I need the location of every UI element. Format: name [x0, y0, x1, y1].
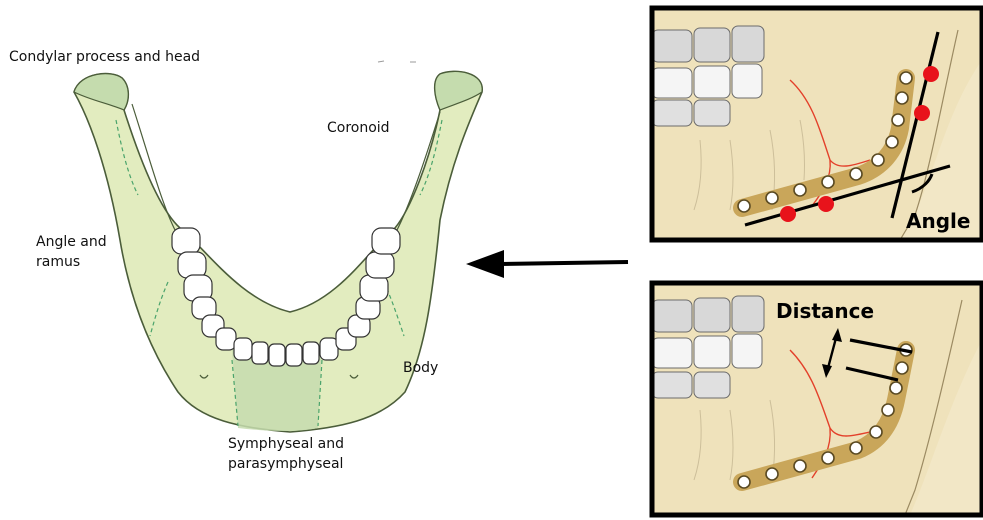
panel-angle: Angle: [652, 8, 982, 240]
arrow-left: [466, 250, 628, 278]
label-symphyseal-2: parasymphyseal: [228, 455, 343, 474]
label-angle-ramus-1: Angle and: [36, 233, 107, 252]
distance-label: Distance: [776, 299, 874, 323]
label-angle-ramus-2: ramus: [36, 253, 80, 272]
label-condylar: Condylar process and head: [9, 48, 200, 67]
label-body: Body: [403, 359, 438, 378]
angle-label: Angle: [906, 209, 970, 233]
label-coronoid: Coronoid: [327, 119, 390, 138]
panel-distance: Distance: [652, 283, 982, 515]
label-symphyseal-1: Symphyseal and: [228, 435, 344, 454]
